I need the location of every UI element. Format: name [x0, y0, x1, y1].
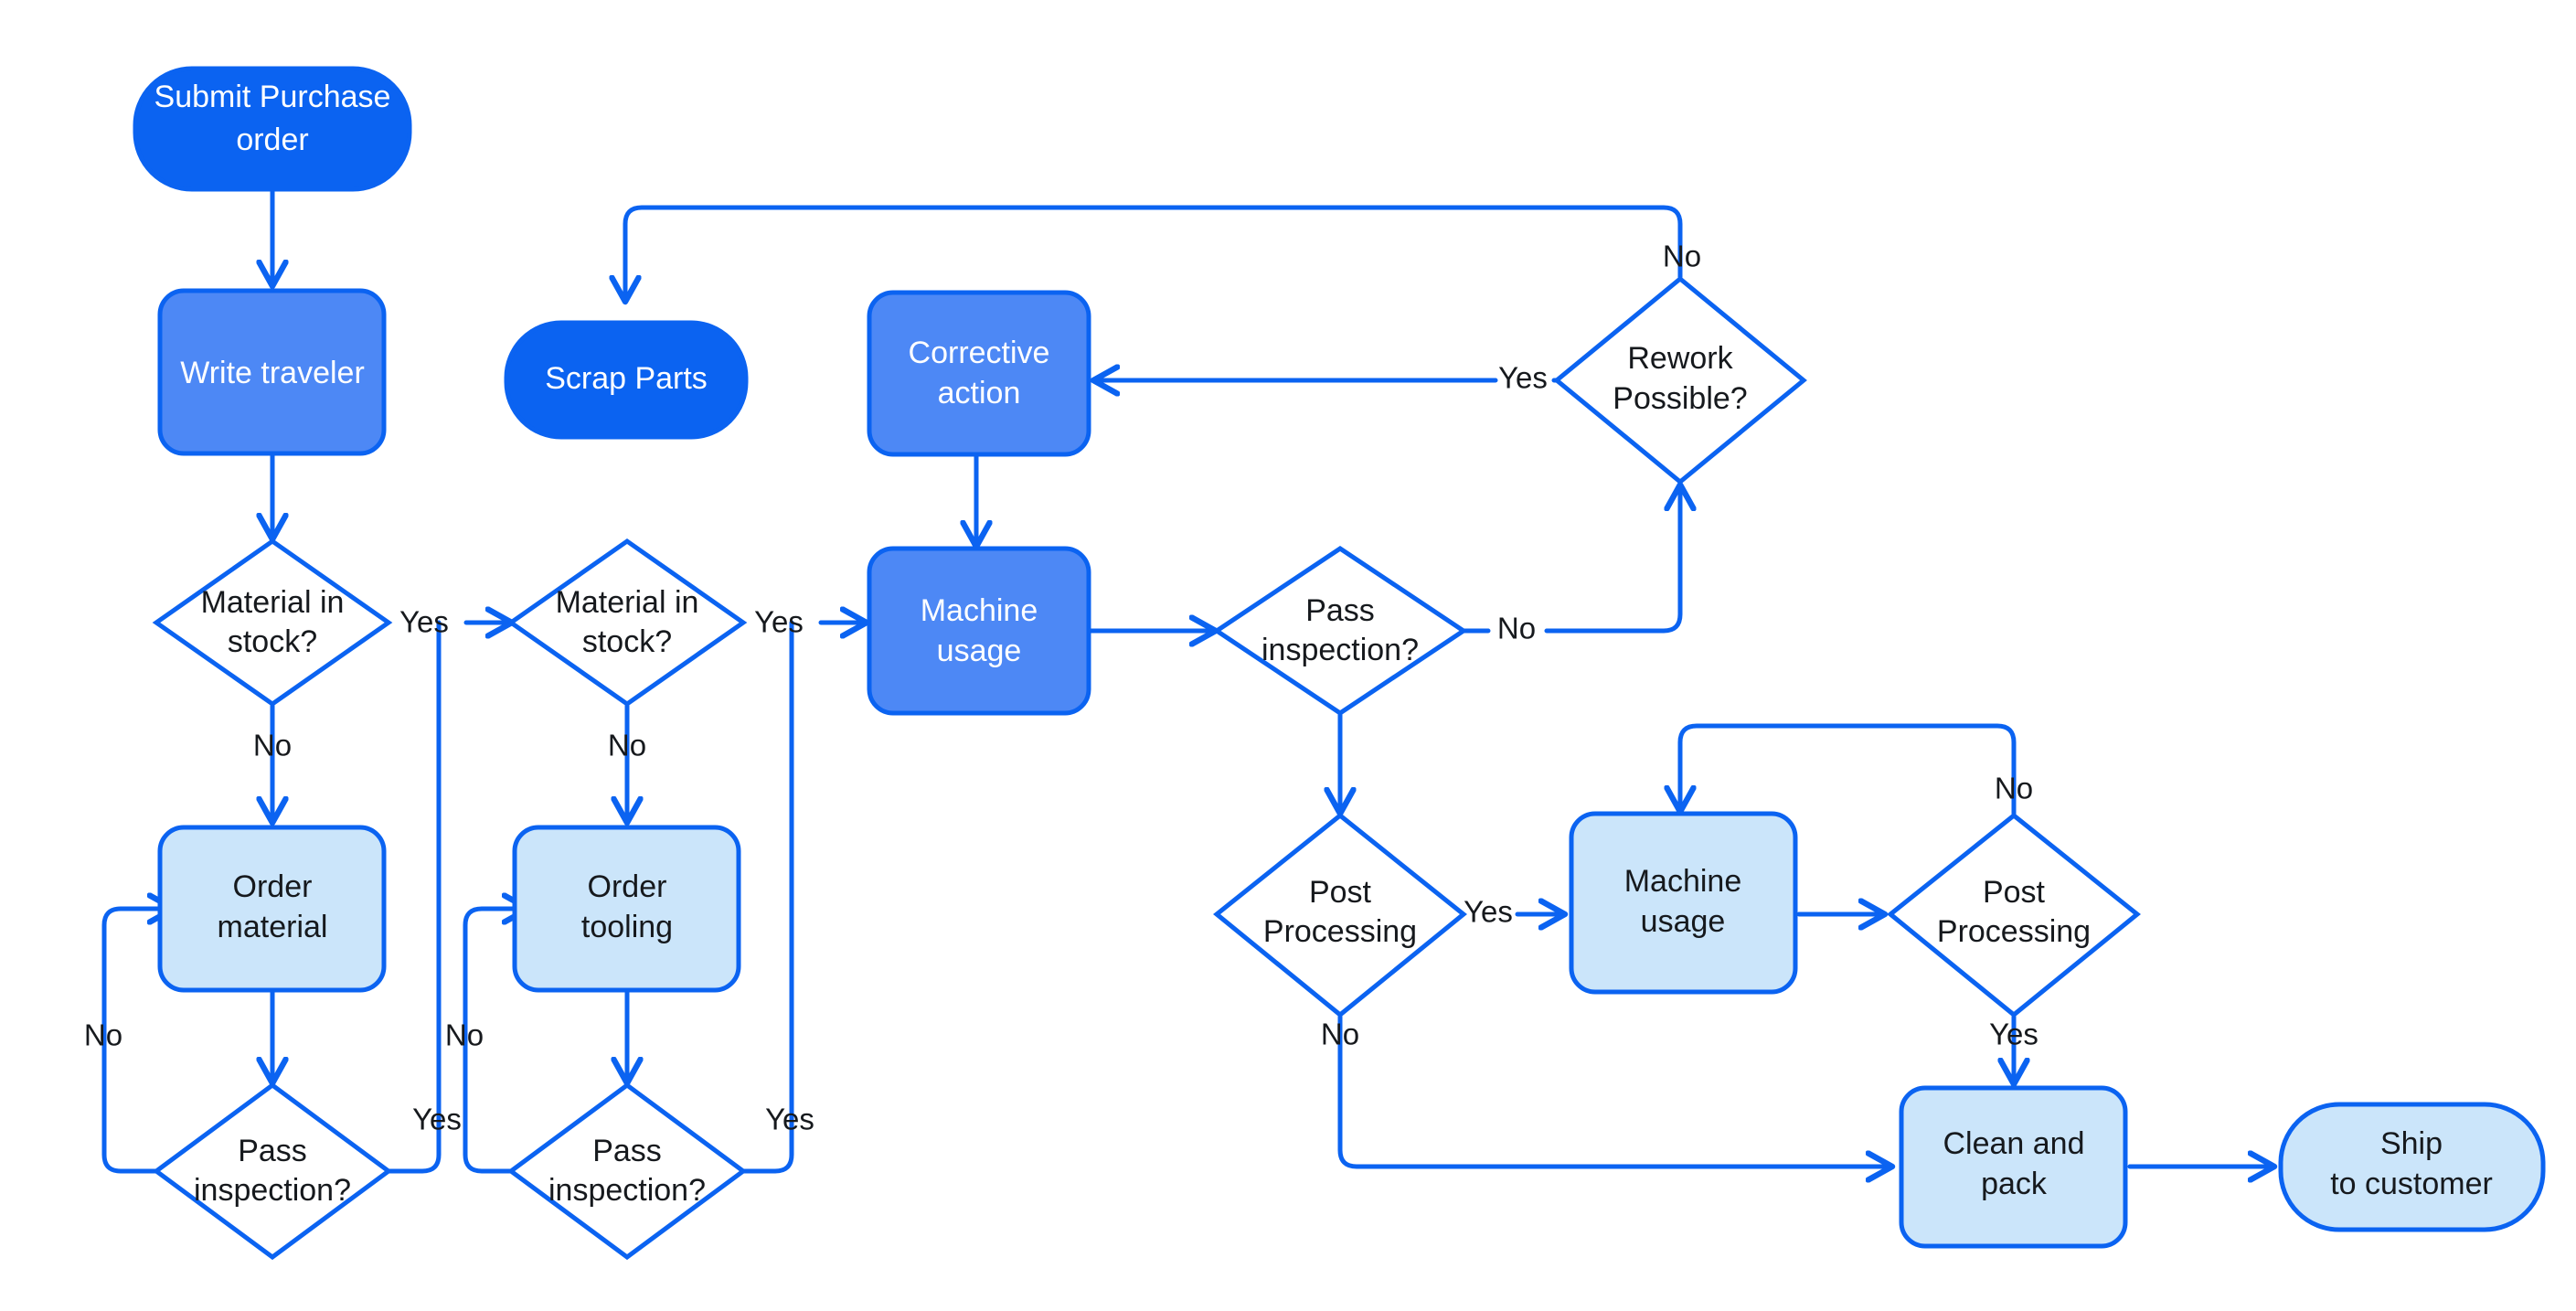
node-submit-purchase-order-label-1: Submit Purchase: [154, 80, 391, 114]
node-material-in-stock-1-label-1: Material in: [201, 585, 345, 620]
node-order-material-label-2: material: [218, 910, 328, 944]
edge-label-post1-no: No: [1321, 1018, 1359, 1051]
node-clean-and-pack-label-2: pack: [1981, 1167, 2048, 1201]
node-machine-usage-2-label-2: usage: [1641, 904, 1726, 939]
node-post-processing-2[interactable]: Post Processing: [1890, 815, 2137, 1015]
node-ship-to-customer[interactable]: Ship to customer: [2281, 1104, 2543, 1230]
node-pass-inspection-2-label-1: Pass: [592, 1134, 662, 1168]
edge-label-rework-no: No: [1663, 240, 1701, 273]
node-corrective-action-label-2: action: [938, 376, 1021, 410]
edge-label-post2-yes: Yes: [1989, 1018, 2038, 1051]
node-rework-possible-label-1: Rework: [1627, 341, 1733, 376]
node-material-in-stock-1-label-2: stock?: [228, 624, 317, 659]
node-pass-inspection-1-label-2: inspection?: [194, 1173, 351, 1208]
edge-layer: [101, 187, 2274, 1174]
node-machine-usage-1-label-2: usage: [937, 634, 1022, 668]
edge-label-material2-yes: Yes: [754, 605, 804, 639]
edge-label-pass1-yes: Yes: [412, 1103, 462, 1136]
node-rework-possible[interactable]: Rework Possible?: [1557, 279, 1804, 482]
node-layer: Submit Purchase order Write traveler Mat…: [135, 69, 2543, 1257]
node-pass-inspection-2[interactable]: Pass inspection?: [511, 1085, 743, 1257]
edge-label-material1-no: No: [253, 729, 292, 762]
edge-rework-no-to-scrap: [625, 205, 1683, 302]
edge-label-pass2-no: No: [445, 1018, 484, 1052]
edge-label-layer: Yes No No Yes Yes No No Yes No Yes No Ye…: [84, 240, 2038, 1136]
node-submit-purchase-order[interactable]: Submit Purchase order: [135, 69, 410, 189]
edge-label-pass3-no: No: [1497, 612, 1536, 645]
node-material-in-stock-2-label-1: Material in: [556, 585, 699, 620]
edge-label-pass2-yes: Yes: [765, 1103, 814, 1136]
node-scrap-parts[interactable]: Scrap Parts: [506, 323, 746, 437]
edge-post1-no-to-cleanpack: [1337, 1014, 1892, 1167]
node-pass-inspection-3-label-2: inspection?: [1261, 633, 1419, 667]
node-write-traveler[interactable]: Write traveler: [160, 291, 384, 453]
node-order-tooling-label-1: Order: [588, 869, 667, 904]
node-ship-to-customer-label-1: Ship: [2380, 1126, 2443, 1161]
node-submit-purchase-order-label-2: order: [236, 123, 308, 157]
node-pass-inspection-3-label-1: Pass: [1305, 593, 1375, 628]
node-pass-inspection-2-label-2: inspection?: [548, 1173, 706, 1208]
node-post-processing-1-label-1: Post: [1309, 875, 1372, 910]
node-write-traveler-label-1: Write traveler: [180, 356, 365, 390]
node-machine-usage-1[interactable]: Machine usage: [869, 549, 1089, 713]
node-machine-usage-1-label-1: Machine: [921, 593, 1038, 628]
node-scrap-parts-label-1: Scrap Parts: [545, 361, 708, 396]
node-material-in-stock-2[interactable]: Material in stock?: [511, 541, 743, 704]
edge-pass2-no-loop-to-order-tooling: [463, 909, 550, 1174]
edge-label-post2-no: No: [1995, 772, 2033, 805]
node-order-material[interactable]: Order material: [160, 827, 384, 990]
node-ship-to-customer-label-2: to customer: [2330, 1167, 2493, 1201]
node-pass-inspection-3[interactable]: Pass inspection?: [1217, 549, 1464, 713]
node-pass-inspection-1-label-1: Pass: [238, 1134, 307, 1168]
node-order-tooling-label-2: tooling: [581, 910, 673, 944]
edge-label-material2-no: No: [608, 729, 646, 762]
edge-pass1-no-loop-to-order-material: [101, 909, 196, 1174]
edge-pass2-yes-up: [704, 620, 794, 1174]
node-material-in-stock-2-label-2: stock?: [582, 624, 672, 659]
edge-pass3-no-to-rework: [1462, 485, 1680, 634]
node-post-processing-1[interactable]: Post Processing: [1217, 815, 1464, 1015]
node-corrective-action-label-1: Corrective: [909, 336, 1050, 370]
edge-label-pass1-no: No: [84, 1018, 122, 1052]
node-post-processing-2-label-1: Post: [1983, 875, 2046, 910]
node-post-processing-2-label-2: Processing: [1937, 914, 2091, 949]
node-rework-possible-label-2: Possible?: [1613, 381, 1747, 416]
edge-label-post1-yes: Yes: [1464, 895, 1513, 929]
node-order-material-label-1: Order: [233, 869, 313, 904]
node-machine-usage-2-label-1: Machine: [1624, 864, 1742, 899]
node-corrective-action[interactable]: Corrective action: [869, 293, 1089, 454]
node-machine-usage-2[interactable]: Machine usage: [1571, 814, 1795, 992]
node-post-processing-1-label-2: Processing: [1263, 914, 1417, 949]
edge-pass1-yes-up: [349, 620, 442, 1174]
node-pass-inspection-1[interactable]: Pass inspection?: [156, 1085, 389, 1257]
node-order-tooling[interactable]: Order tooling: [515, 827, 739, 990]
edge-post2-no-loop-to-machine2: [1680, 723, 2017, 816]
node-clean-and-pack[interactable]: Clean and pack: [1901, 1088, 2125, 1246]
node-material-in-stock-1[interactable]: Material in stock?: [156, 541, 389, 704]
edge-label-rework-yes: Yes: [1498, 361, 1548, 395]
node-clean-and-pack-label-1: Clean and: [1943, 1126, 2084, 1161]
edge-label-material1-yes: Yes: [399, 605, 449, 639]
